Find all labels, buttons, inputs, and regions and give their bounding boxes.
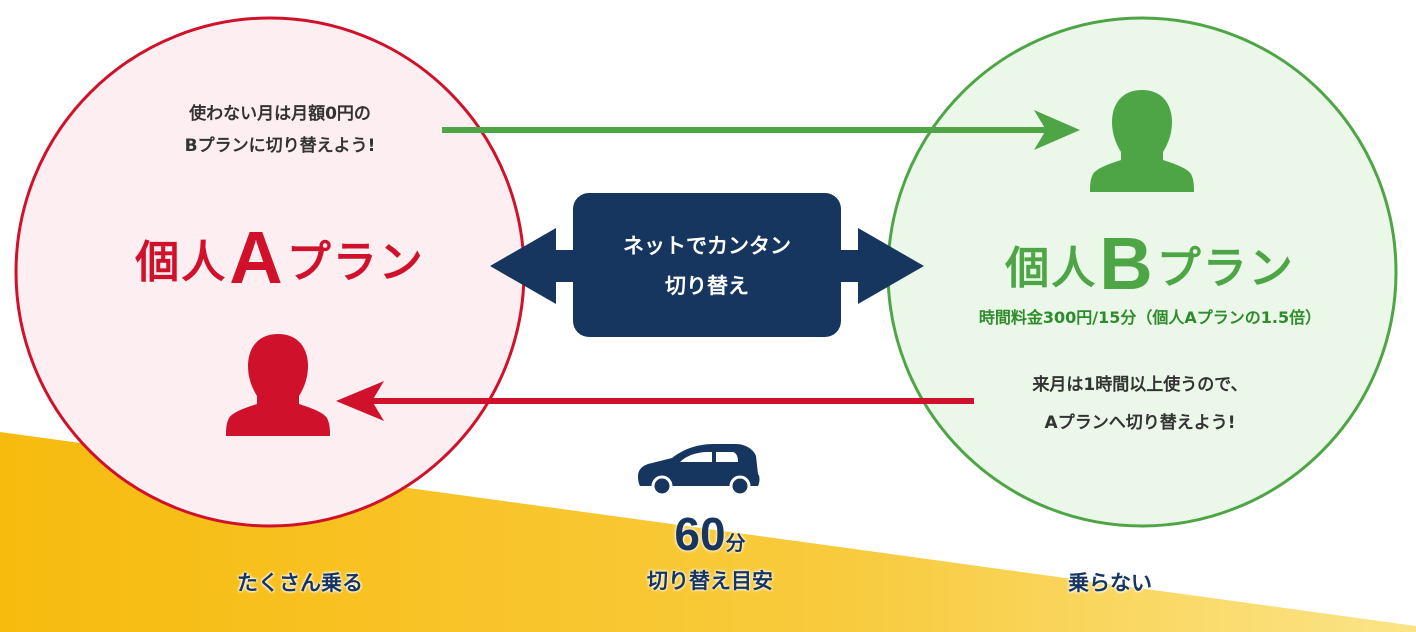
switch-line2: 切り替え — [665, 274, 749, 298]
plan-a-message: 使わない月は月額0円の Bプランに切り替えよう! — [130, 98, 430, 162]
plan-a-title-letter: A — [229, 216, 285, 299]
light-use-label: 乗らない — [1068, 571, 1152, 595]
plan-b-price-note: 時間料金300円/15分（個人Aプランの1.5倍） — [978, 308, 1322, 327]
plan-b-title-letter: B — [1099, 222, 1155, 305]
plan-a-message-line2: Bプランに切り替えよう! — [184, 136, 376, 156]
plan-a-person-icon — [226, 334, 330, 436]
plan-b-title-prefix: 個人 — [1005, 243, 1098, 294]
plan-a-title-prefix: 個人 — [135, 237, 228, 288]
plan-b-title: 個人Bプラン — [930, 224, 1370, 309]
threshold-caption: 切り替え目安 — [647, 569, 773, 593]
arrow-to-plan-b — [442, 110, 1080, 150]
switch-threshold: 60分 — [600, 506, 820, 573]
switch-box-label: ネットでカンタン 切り替え — [576, 226, 838, 306]
plan-b-title-suffix: プラン — [1156, 243, 1295, 294]
arrow-to-plan-a — [336, 381, 974, 421]
plan-b-message: 来月は1時間以上使うので、 Aプランへ切り替えよう! — [980, 366, 1300, 442]
car-icon — [638, 444, 760, 497]
plan-b-message-line1: 来月は1時間以上使うので、 — [1032, 375, 1248, 395]
threshold-minutes-value: 60 — [674, 508, 726, 560]
plan-b-message-line2: Aプランへ切り替えよう! — [1044, 413, 1236, 433]
plan-b-person-icon — [1090, 90, 1194, 192]
plan-a-title: 個人Aプラン — [60, 218, 500, 303]
switch-line1: ネットでカンタン — [623, 234, 791, 258]
threshold-minutes-unit: 分 — [725, 531, 746, 555]
plan-a-title-suffix: プラン — [286, 237, 425, 288]
heavy-use-label: たくさん乗る — [237, 571, 363, 595]
plan-a-message-line1: 使わない月は月額0円の — [189, 104, 371, 124]
switch-box — [573, 193, 841, 337]
switch-double-arrow — [490, 193, 924, 337]
